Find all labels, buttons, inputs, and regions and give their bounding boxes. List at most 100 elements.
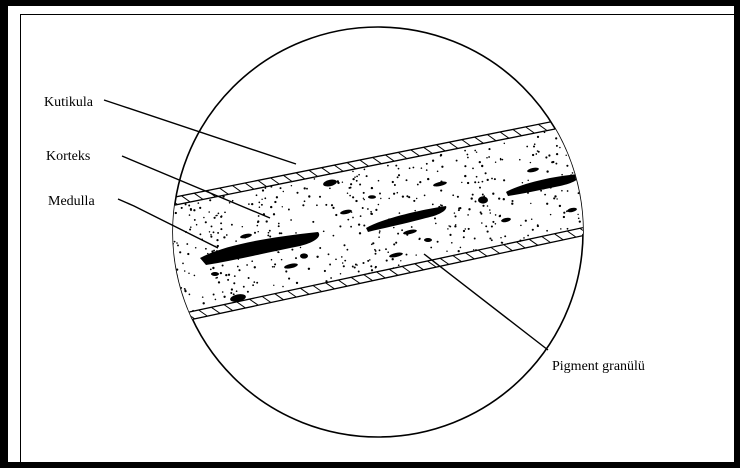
cuticle-scale-stroke <box>156 201 165 207</box>
cortex-dot <box>523 237 525 239</box>
cortex-dot <box>371 213 373 215</box>
cortex-dot <box>261 199 262 200</box>
cortex-dot <box>162 232 164 234</box>
cortex-dot <box>341 256 343 258</box>
cortex-dot <box>208 211 210 213</box>
cortex-dot <box>189 294 191 296</box>
cortex-dot <box>330 277 332 279</box>
cortex-dot <box>587 211 589 213</box>
cortex-dot <box>179 251 181 253</box>
cortex-dot <box>548 154 550 156</box>
cortex-dot <box>487 205 489 207</box>
cortex-dot <box>463 230 465 232</box>
cortex-dot <box>566 165 568 167</box>
cortex-dot <box>475 249 477 251</box>
cortex-dot <box>452 194 454 196</box>
cortex-dot <box>344 260 346 262</box>
cortex-dot <box>522 182 523 183</box>
cortex-dot <box>358 223 360 225</box>
cortex-dot <box>531 218 532 219</box>
cortex-dot <box>199 233 201 235</box>
cortex-dot <box>485 225 487 227</box>
cortex-dot <box>482 205 484 207</box>
cortex-dot <box>481 165 483 167</box>
cortex-dot <box>247 291 249 293</box>
cortex-dot <box>226 234 228 236</box>
cortex-dot <box>534 143 536 145</box>
cortex-dot <box>319 247 321 249</box>
cortex-dot <box>333 235 335 237</box>
cortex-dot <box>363 224 365 226</box>
cortex-dot <box>356 264 357 265</box>
cortex-dot <box>495 214 497 216</box>
cortex-dot <box>454 212 455 213</box>
cortex-dot <box>169 234 171 236</box>
pigment-granule <box>368 195 376 199</box>
cortex-dot <box>364 169 366 171</box>
label-kutikula: Kutikula <box>44 95 94 110</box>
cortex-dot <box>406 179 408 181</box>
cortex-dot <box>426 163 428 165</box>
cortex-dot <box>388 198 390 200</box>
cortex-dot <box>222 195 224 197</box>
cortex-dot <box>185 310 187 312</box>
cortex-dot <box>486 157 488 159</box>
cortex-dot <box>546 203 548 205</box>
cortex-dot <box>189 228 191 230</box>
cortex-dot <box>248 277 250 279</box>
cortex-dot <box>537 225 539 227</box>
cortex-dot <box>398 264 400 266</box>
cortex-dot <box>304 200 306 202</box>
cortex-dot <box>324 270 326 272</box>
cortex-dot <box>168 253 170 255</box>
cortex-dot <box>415 254 416 255</box>
cortex-dot <box>222 291 224 293</box>
cortex-dot <box>393 243 395 245</box>
cortex-dot <box>561 190 563 192</box>
cortex-dot <box>371 269 373 271</box>
cortex-dot <box>416 198 417 199</box>
cortex-dot <box>257 221 259 223</box>
cortex-dot <box>195 247 197 249</box>
cortex-dot <box>233 282 235 284</box>
cortex-dot <box>189 214 191 216</box>
cortex-dot <box>530 162 531 163</box>
cortex-dot <box>464 175 466 177</box>
cortex-dot <box>308 268 310 270</box>
cortex-dot <box>282 206 283 207</box>
cortex-dot <box>446 251 447 252</box>
cortex-dot <box>579 220 581 222</box>
cortex-dot <box>432 204 434 206</box>
cortex-dot <box>276 196 278 198</box>
cortex-dot <box>491 239 493 241</box>
cortex-dot <box>270 186 272 188</box>
cortex-dot <box>440 155 442 157</box>
cortex-dot <box>399 212 401 214</box>
cortex-dot <box>441 166 443 168</box>
cortex-dot <box>556 153 558 155</box>
cortex-dot <box>392 258 394 260</box>
cortex-dot <box>479 187 481 189</box>
cortex-dot <box>563 212 565 214</box>
cortex-dot <box>170 252 172 254</box>
cortex-dot <box>463 236 465 238</box>
cortex-dot <box>325 280 327 282</box>
cortex-dot <box>411 226 413 228</box>
cortex-dot <box>236 290 238 292</box>
cortex-dot <box>507 243 509 245</box>
cortex-dot <box>519 240 521 242</box>
cortex-dot <box>563 216 565 218</box>
cortex-dot <box>218 281 220 283</box>
cortex-dot <box>544 194 546 196</box>
cortex-dot <box>296 192 298 194</box>
cortex-dot <box>342 181 343 182</box>
cortex-dot <box>295 257 297 259</box>
cortex-dot <box>400 260 401 261</box>
cortex-dot <box>267 234 269 236</box>
cortex-dot <box>468 228 470 230</box>
cortex-dot <box>257 231 258 232</box>
cortex-dot <box>352 217 354 219</box>
cortex-dot <box>352 178 354 180</box>
cortex-dot <box>374 249 376 251</box>
pigment-granule <box>424 238 432 242</box>
